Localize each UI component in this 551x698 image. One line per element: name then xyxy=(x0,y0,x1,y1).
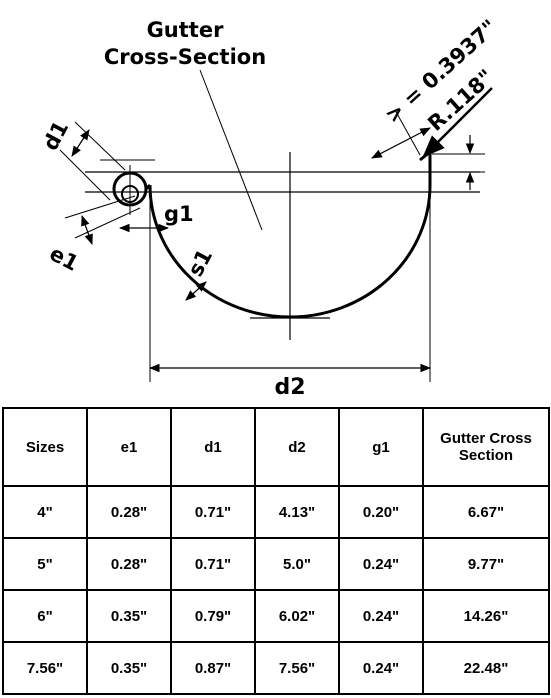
title-leader xyxy=(199,69,263,231)
cell-gutter-cross-section: 14.26" xyxy=(422,589,550,643)
cell-e1: 0.35" xyxy=(86,589,172,643)
diagram-title-line1: Gutter xyxy=(147,18,225,42)
header-g1: g1 xyxy=(338,407,424,487)
bead-hook xyxy=(144,183,152,191)
table-row: 4" 0.28" 0.71" 4.13" 0.20" 6.67" xyxy=(2,485,550,539)
table-row: 7.56" 0.35" 0.87" 7.56" 0.24" 22.48" xyxy=(2,641,550,695)
d1-ext-line-1 xyxy=(74,121,126,171)
cell-g1: 0.24" xyxy=(338,641,424,695)
cell-e1: 0.28" xyxy=(86,537,172,591)
label-d1: d1 xyxy=(38,117,73,154)
table-header-row: Sizes e1 d1 d2 g1 Gutter Cross Section xyxy=(2,407,550,487)
cell-g1: 0.20" xyxy=(338,485,424,539)
cell-d1: 0.71" xyxy=(170,537,256,591)
gutter-size-table: Sizes e1 d1 d2 g1 Gutter Cross Section 4… xyxy=(2,407,550,695)
label-g1: g1 xyxy=(164,202,194,226)
cell-gutter-cross-section: 9.77" xyxy=(422,537,550,591)
min-dim-line xyxy=(371,127,431,159)
e1-leader-1 xyxy=(64,195,136,219)
d1-dim-line xyxy=(71,129,90,157)
cell-d2: 6.02" xyxy=(254,589,340,643)
header-sizes: Sizes xyxy=(2,407,88,487)
diagram-title-line2: Cross-Section xyxy=(104,45,266,69)
cell-size: 6" xyxy=(2,589,88,643)
header-e1: e1 xyxy=(86,407,172,487)
label-d2: d2 xyxy=(274,375,305,400)
gutter-cross-section-diagram: Gutter Cross-Section d1 e1 g1 s1 d2 > = … xyxy=(38,15,501,400)
header-d2: d2 xyxy=(254,407,340,487)
cell-e1: 0.28" xyxy=(86,485,172,539)
cell-size: 5" xyxy=(2,537,88,591)
cell-d1: 0.87" xyxy=(170,641,256,695)
label-e1: e1 xyxy=(46,241,83,276)
cell-gutter-cross-section: 6.67" xyxy=(422,485,550,539)
table-row: 6" 0.35" 0.79" 6.02" 0.24" 14.26" xyxy=(2,589,550,643)
cell-d2: 7.56" xyxy=(254,641,340,695)
header-d1: d1 xyxy=(170,407,256,487)
cell-d2: 5.0" xyxy=(254,537,340,591)
s1-dim-line xyxy=(185,281,207,301)
cell-gutter-cross-section: 22.48" xyxy=(422,641,550,695)
gutter-profile xyxy=(148,148,432,319)
table-row: 5" 0.28" 0.71" 5.0" 0.24" 9.77" xyxy=(2,537,550,591)
cell-size: 7.56" xyxy=(2,641,88,695)
e1-dim-line xyxy=(81,214,93,246)
cell-d1: 0.79" xyxy=(170,589,256,643)
radius-leader xyxy=(422,87,493,158)
cell-d1: 0.71" xyxy=(170,485,256,539)
cell-e1: 0.35" xyxy=(86,641,172,695)
cell-g1: 0.24" xyxy=(338,589,424,643)
d1-ext-line-2 xyxy=(59,149,111,201)
header-gutter-cross-section: Gutter Cross Section xyxy=(422,407,550,487)
cell-size: 4" xyxy=(2,485,88,539)
cell-d2: 4.13" xyxy=(254,485,340,539)
cell-g1: 0.24" xyxy=(338,537,424,591)
